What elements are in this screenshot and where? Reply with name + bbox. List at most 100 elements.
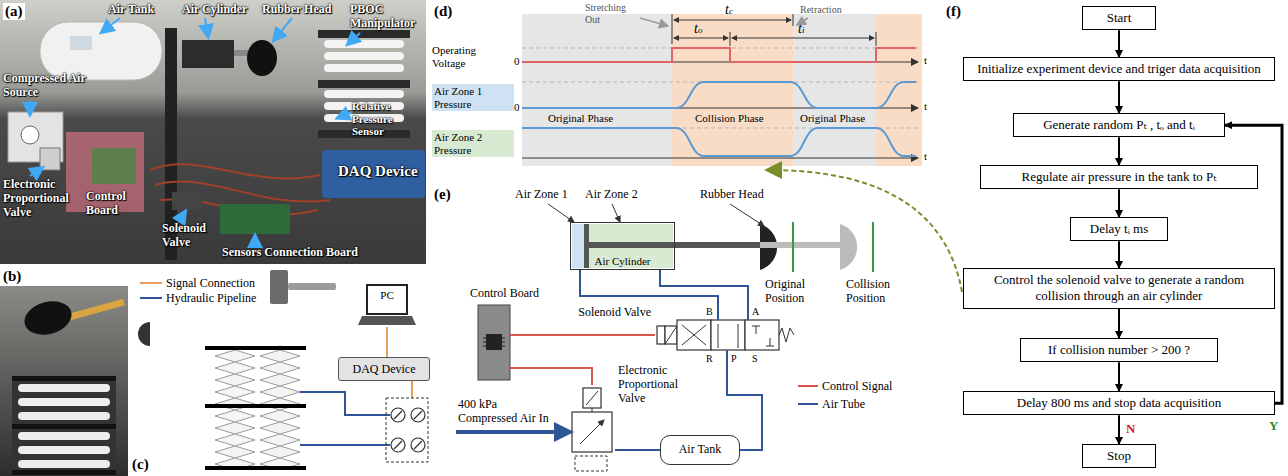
connector — [1118, 189, 1120, 217]
node-text: PC — [360, 289, 414, 301]
figure-label: to — [694, 21, 702, 38]
figure-label: Air Cylinder — [182, 3, 247, 17]
legend-text: Signal Connection — [166, 276, 255, 290]
laptop-node: PC — [360, 283, 414, 327]
figure-label: (c) — [132, 456, 149, 473]
figure-label: Control Board — [86, 190, 138, 218]
pneumatic-drawing — [456, 204, 873, 471]
figure-label: 400 kPa Compressed Air In — [458, 398, 558, 426]
connector — [1118, 241, 1120, 268]
figure-label: (a) — [3, 3, 25, 20]
node-text: Initialize experiment device and triger … — [970, 61, 1268, 77]
control-board: Control Board — [478, 305, 510, 380]
figure-label: Sensors Connection Board — [222, 246, 358, 260]
device-box: DAQ Device — [338, 357, 430, 381]
figure-label: Operating Voltage — [432, 44, 498, 69]
figure-label: Rubber Head — [262, 3, 331, 17]
node-text: Delay 800 ms and stop data acquisition — [970, 395, 1268, 411]
figure-label: Air Zone 1 — [515, 188, 568, 202]
figure-label: Retraction — [800, 4, 842, 16]
figure-label: (e) — [434, 186, 451, 203]
figure-label: t — [924, 54, 927, 67]
figure-label: Original Phase — [800, 112, 865, 125]
figure-label: S — [752, 353, 758, 365]
node-text: Control Board — [470, 286, 539, 300]
figure-label: t — [924, 150, 927, 163]
process-box: Control the solenoid valve to generate a… — [963, 268, 1275, 309]
connector — [1118, 362, 1120, 391]
node-text: Electronic Proportional Valve — [618, 363, 698, 405]
cylinder-box: Air Cylinder — [570, 222, 675, 270]
figure-label: B — [706, 306, 713, 318]
figure-label: (b) — [3, 268, 21, 285]
figure-label: DAQ Device — [338, 163, 418, 180]
figure-label: Solenoid Valve — [162, 222, 218, 250]
node-text: Stop — [1089, 448, 1149, 464]
connector — [1118, 309, 1120, 339]
figure-label: Collision Position — [846, 278, 908, 306]
figure-label: PBOC Manipulator — [350, 3, 425, 31]
figure-label: 0 — [514, 55, 520, 68]
decision-box: If collision number > 200 ? — [1020, 338, 1218, 362]
connector — [510, 334, 655, 336]
node-text: Delay tᵢ ms — [1077, 221, 1161, 237]
node-text: Start — [1089, 10, 1149, 26]
node-text: Generate random Pₜ , tₒ and tᵢ — [1020, 117, 1218, 133]
legend-text: Hydraulic Pipeline — [166, 291, 256, 305]
figure-label: Collision Phase — [695, 112, 764, 125]
figure-label: 0 — [514, 101, 520, 114]
figure-label: A — [752, 306, 759, 318]
node-text: Solenoid Valve — [578, 305, 651, 319]
photo-b — [0, 286, 128, 476]
connector — [386, 327, 388, 357]
figure-label: t — [924, 100, 927, 113]
figure-label: R — [706, 353, 713, 365]
figure-label: Original Phase — [548, 112, 613, 125]
figure-label: Compressed Air Source — [3, 72, 98, 100]
node-text: Air Tank — [679, 436, 722, 463]
process-box: Initialize experiment device and triger … — [963, 57, 1275, 81]
node-text: Regulate air pressure in the tank to Pₜ — [987, 169, 1251, 185]
photo-a — [0, 0, 426, 264]
figure-label: Rubber Head — [700, 188, 764, 202]
valve-symbol: Solenoid Valve — [655, 320, 795, 350]
figure-label: tc — [725, 2, 733, 19]
connector — [510, 368, 592, 385]
connector — [660, 270, 748, 320]
figure-label: P — [731, 353, 737, 365]
figure-label: Electronic Proportional Valve — [3, 178, 83, 219]
process-box: Delay 800 ms and stop data acquisition — [963, 391, 1275, 415]
connector — [615, 449, 660, 451]
legend-text: Control Signal — [822, 379, 892, 393]
edge-label: Y — [1268, 419, 1279, 433]
valve-symbol: Electronic Proportional Valve — [570, 385, 615, 453]
figure-label: (d) — [434, 3, 452, 20]
figure-label: (f) — [946, 3, 961, 20]
node-text: Control the solenoid valve to generate a… — [970, 272, 1268, 305]
edge-label: N — [1125, 422, 1136, 436]
figure-label: Air Zone 2 Pressure — [432, 130, 514, 157]
figure-label: Stretching Out — [585, 2, 643, 25]
process-box: Generate random Pₜ , tₒ and tᵢ — [1013, 113, 1225, 137]
figure-label: Relative Pressure Sensor — [352, 100, 424, 138]
terminal-box: Stop — [1082, 444, 1156, 468]
node-text: Air Cylinder — [571, 255, 674, 268]
panel-c-drawing — [138, 270, 428, 468]
connector — [1118, 415, 1120, 444]
dashed-pointer — [768, 170, 962, 292]
figure-label: Original Position — [765, 278, 820, 306]
process-box: Regulate air pressure in the tank to Pₜ — [980, 165, 1258, 189]
connector — [1118, 137, 1120, 165]
process-box: Delay tᵢ ms — [1070, 217, 1168, 241]
figure-label: ti — [798, 21, 804, 38]
figure-label: Air Zone 1 Pressure — [432, 84, 514, 111]
figure-label: Air Tank — [108, 3, 154, 17]
tank-box: Air Tank — [660, 435, 740, 465]
node-text: DAQ Device — [353, 358, 416, 380]
connector — [1118, 81, 1120, 113]
connector — [1118, 30, 1120, 57]
timing-diagram — [522, 14, 922, 166]
figure-label: Air Zone 2 — [585, 188, 638, 202]
terminal-box: Start — [1082, 6, 1156, 30]
